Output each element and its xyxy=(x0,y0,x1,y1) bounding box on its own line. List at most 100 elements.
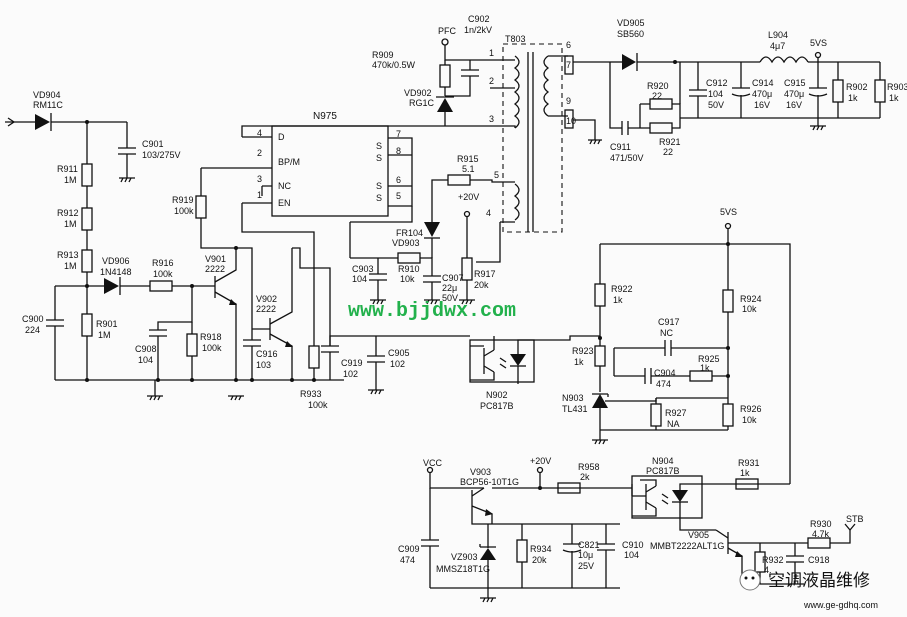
label-r923-value: 1k xyxy=(574,357,584,367)
n975-num-4: 4 xyxy=(257,128,262,138)
label-r924-value: 10k xyxy=(742,304,757,314)
feedback-section xyxy=(469,222,791,484)
label-c916: C916 xyxy=(256,349,278,359)
label-c915: C915 xyxy=(784,78,806,88)
label-n903: N903 xyxy=(562,393,584,403)
label-c821-voltage: 25V xyxy=(578,561,594,571)
label-c914-value: 470μ xyxy=(752,89,772,99)
t803-pin-2: 2 xyxy=(489,76,494,86)
label-c821-value: 10μ xyxy=(578,550,593,560)
label-v905-value: MMBT2222ALT1G xyxy=(650,541,724,551)
n975-num-8: 8 xyxy=(396,146,401,156)
label-c915-voltage: 16V xyxy=(786,100,802,110)
label-r931-value: 1k xyxy=(740,468,750,478)
label-r915-value: 5.1 xyxy=(462,164,475,174)
label-r920: R920 xyxy=(647,81,669,91)
label-r918: R918 xyxy=(200,332,222,342)
label-r926: R926 xyxy=(740,404,762,414)
label-r934-value: 20k xyxy=(532,555,547,565)
t803-pin-10: 10 xyxy=(566,116,576,126)
label-r911: R911 xyxy=(57,164,78,174)
label-r958: R958 xyxy=(578,462,600,472)
label-v903-value: BCP56-10T1G xyxy=(460,477,519,487)
label-r932-value: 4. xyxy=(764,565,772,575)
brand-name: 空调液晶维修 xyxy=(768,571,870,590)
label-r913: R913 xyxy=(57,250,79,260)
label-c907: C907 xyxy=(442,273,464,283)
chat-bubble-icon xyxy=(739,569,761,591)
label-vd906: VD906 xyxy=(102,256,130,266)
label-r921: R921 xyxy=(659,137,681,147)
t803-pin-1: 1 xyxy=(489,48,494,58)
label-vd906-value: 1N4148 xyxy=(100,267,132,277)
label-n975: N975 xyxy=(313,111,337,122)
label-vz903-value: MMSZ18T1G xyxy=(436,564,490,574)
label-c905: C905 xyxy=(388,348,410,358)
t803-pin-6: 6 xyxy=(566,40,571,50)
label-c909-value: 474 xyxy=(400,555,415,565)
n975-num-3: 3 xyxy=(257,174,262,184)
label-r912: R912 xyxy=(57,208,79,218)
label-r930: R930 xyxy=(810,519,832,529)
label-r909: R909 xyxy=(372,50,394,60)
label-vd902: VD902 xyxy=(404,88,432,98)
n975-pin-s4: S xyxy=(376,193,382,203)
label-r919: R919 xyxy=(172,195,194,205)
label-r930-value: 4.7k xyxy=(812,529,830,539)
label-vd905-value: SB560 xyxy=(617,29,644,39)
label-r915: R915 xyxy=(457,154,479,164)
label-r910: R910 xyxy=(398,264,420,274)
t803-pin-5: 5 xyxy=(494,170,499,180)
label-vd902-value: RG1C xyxy=(409,98,435,108)
component-labels: VD904 RM11C C901 103/275V R911 1M R912 1… xyxy=(22,14,907,575)
label-vd904-value: RM11C xyxy=(33,100,63,110)
label-c909: C909 xyxy=(398,544,420,554)
label-l904-value: 4μ7 xyxy=(770,41,785,51)
label-v20a: +20V xyxy=(458,192,479,202)
label-r925-value: 1k xyxy=(700,363,710,373)
label-l904: L904 xyxy=(768,30,788,40)
label-vd904: VD904 xyxy=(33,90,61,100)
n975-pin-nc: NC xyxy=(278,181,291,191)
label-v902: V902 xyxy=(256,294,277,304)
label-c903: C903 xyxy=(352,264,374,274)
input-section xyxy=(5,113,344,401)
label-r901: R901 xyxy=(96,319,118,329)
label-c908-value: 104 xyxy=(138,355,153,365)
label-r920-value: 22 xyxy=(652,91,662,101)
label-v903: V903 xyxy=(470,467,491,477)
label-vz903: VZ903 xyxy=(451,552,478,562)
label-c915-value: 470μ xyxy=(784,89,804,99)
label-r926-value: 10k xyxy=(742,415,757,425)
label-v901-value: 2222 xyxy=(205,264,225,274)
n975-num-7: 7 xyxy=(396,129,401,139)
label-c919-value: 102 xyxy=(343,369,358,379)
brand-watermark: 空调液晶维修 www.ge-gdhq.com xyxy=(739,569,878,610)
label-r919-value: 100k xyxy=(174,206,194,216)
n975-num-6: 6 xyxy=(396,175,401,185)
label-c914-voltage: 16V xyxy=(754,100,770,110)
label-c905-value: 102 xyxy=(390,359,405,369)
label-stb: STB xyxy=(846,514,864,524)
label-c914: C914 xyxy=(752,78,774,88)
label-r922-value: 1k xyxy=(613,295,623,305)
n975-pin-d: D xyxy=(278,132,285,142)
label-5vs-top: 5VS xyxy=(810,38,827,48)
label-r916: R916 xyxy=(152,258,174,268)
label-r932: R932 xyxy=(762,555,784,565)
label-n902: N902 xyxy=(486,390,508,400)
label-r925: R925 xyxy=(698,354,720,364)
standby-section xyxy=(421,466,856,603)
label-r903-value: 1k xyxy=(889,93,899,103)
label-r909-value: 470k/0.5W xyxy=(372,60,416,70)
label-r902: R902 xyxy=(846,82,868,92)
t803-pin-7: 7 xyxy=(566,60,571,70)
label-r916-value: 100k xyxy=(153,269,173,279)
label-c919: C919 xyxy=(341,358,363,368)
controller-section xyxy=(195,125,500,401)
label-c901: C901 xyxy=(142,139,164,149)
label-c916-value: 103 xyxy=(256,360,271,370)
label-c904: C904 xyxy=(654,368,676,378)
label-r911-value: 1M xyxy=(64,175,77,185)
